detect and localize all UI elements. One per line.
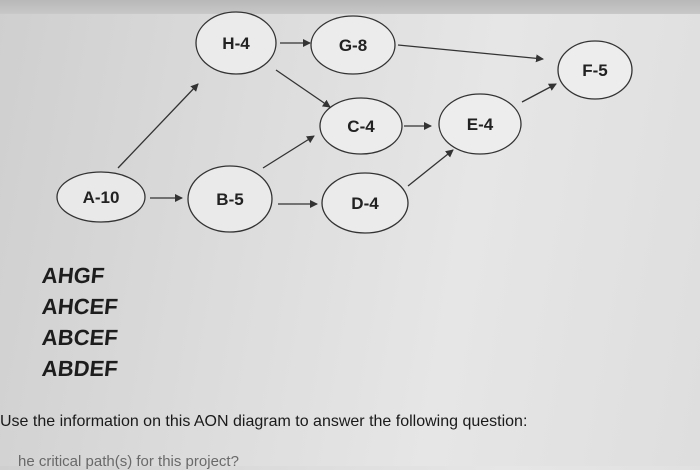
node-d-label: D-4 [351, 194, 379, 213]
path-item: AHGF [40, 263, 106, 288]
node-e-label: E-4 [467, 115, 494, 134]
node-g-label: G-8 [339, 36, 367, 55]
aon-diagram: H-4 G-8 C-4 E-4 F-5 A-10 B-5 D-4 [56, 11, 633, 234]
arrow-b-c [262, 135, 315, 169]
path-list: AHGF AHCEF ABCEF ABDEF [40, 260, 120, 384]
arrow-g-f [397, 44, 544, 63]
path-item: ABCEF [40, 325, 120, 350]
node-b-label: B-5 [216, 190, 243, 209]
arrow-h-c [275, 69, 331, 108]
node-b: B-5 [187, 165, 273, 233]
instruction-text: Use the information on this AON diagram … [0, 413, 528, 430]
question-text-partial: he critical path(s) for this project? [18, 453, 239, 470]
arrows [117, 39, 557, 208]
path-item: AHCEF [40, 294, 120, 319]
node-c-label: C-4 [347, 117, 375, 136]
top-edge [0, 0, 700, 14]
node-d: D-4 [321, 172, 409, 234]
node-a: A-10 [56, 171, 146, 223]
node-g: G-8 [310, 15, 396, 75]
arrow-e-f [521, 83, 557, 103]
node-c: C-4 [319, 97, 403, 155]
arrow-a-h [117, 83, 199, 169]
node-e: E-4 [438, 93, 522, 155]
node-f: F-5 [557, 40, 633, 100]
path-item: ABDEF [40, 356, 120, 381]
arrow-d-e [407, 149, 454, 187]
node-f-label: F-5 [582, 61, 608, 80]
node-h-label: H-4 [222, 34, 250, 53]
node-a-label: A-10 [83, 188, 120, 207]
node-h: H-4 [195, 11, 277, 75]
